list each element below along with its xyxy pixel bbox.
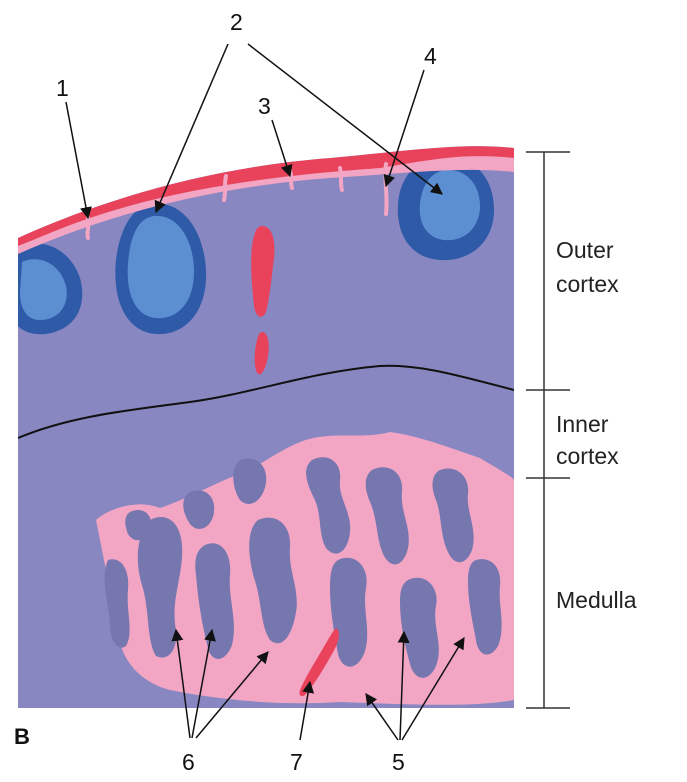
callout-5: 5 [392, 749, 405, 775]
inner-cortex-label-line1: Inner [556, 411, 609, 437]
callout-3: 3 [258, 93, 271, 119]
leader-1 [66, 102, 88, 218]
callout-7: 7 [290, 749, 303, 775]
germinal-center-right [420, 170, 480, 240]
medulla-label: Medulla [556, 587, 637, 613]
callout-1: 1 [56, 75, 69, 101]
panel-label: B [14, 724, 30, 749]
callout-4: 4 [424, 43, 437, 69]
inner-cortex-label-line2: cortex [556, 443, 619, 469]
outer-cortex-label-line2: cortex [556, 271, 619, 297]
callout-6: 6 [182, 749, 195, 775]
tissue-section [0, 130, 530, 720]
callout-2: 2 [230, 9, 243, 35]
outer-cortex-label-line1: Outer [556, 237, 614, 263]
